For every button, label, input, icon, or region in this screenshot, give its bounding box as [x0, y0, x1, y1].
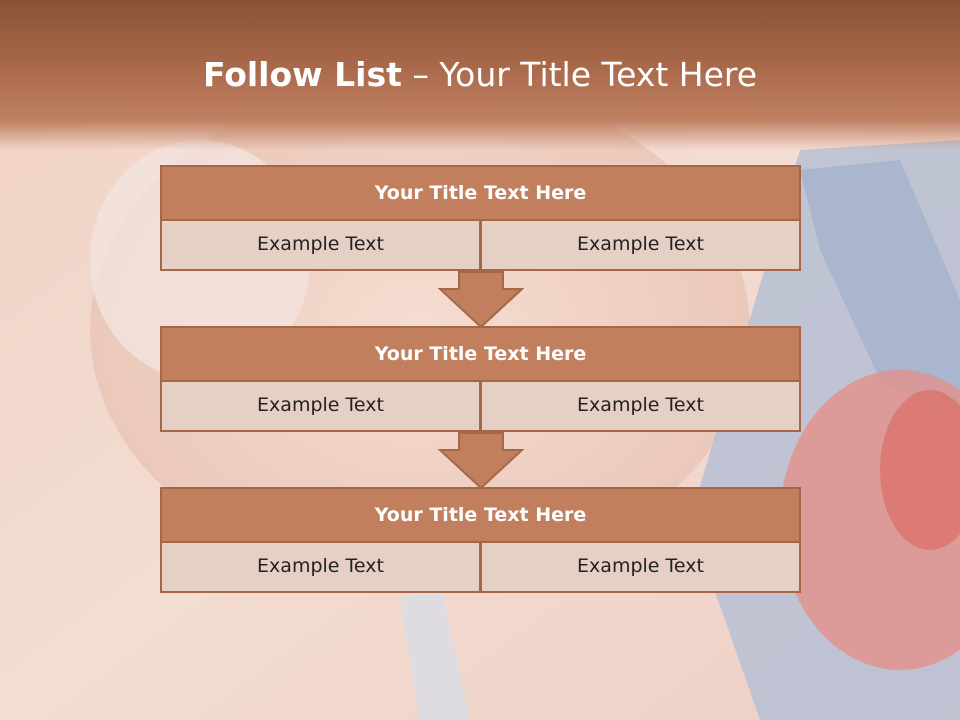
block-cell-left: Example Text — [160, 221, 481, 271]
list-block-3: Your Title Text Here Example Text Exampl… — [160, 487, 801, 593]
block-heading: Your Title Text Here — [160, 326, 801, 382]
block-cell-right: Example Text — [481, 543, 801, 593]
block-row: Example Text Example Text — [160, 543, 801, 593]
slide-title-rest: – Your Title Text Here — [401, 55, 758, 94]
block-heading: Your Title Text Here — [160, 487, 801, 543]
list-block-1: Your Title Text Here Example Text Exampl… — [160, 165, 801, 271]
block-cell-left: Example Text — [160, 543, 481, 593]
slide-title-bold: Follow List — [202, 55, 402, 94]
block-row: Example Text Example Text — [160, 382, 801, 432]
down-arrow-icon — [438, 432, 524, 490]
block-cell-left: Example Text — [160, 382, 481, 432]
block-cell-right: Example Text — [481, 382, 801, 432]
block-heading: Your Title Text Here — [160, 165, 801, 221]
slide-title: Follow List – Your Title Text Here — [0, 50, 960, 100]
list-block-2: Your Title Text Here Example Text Exampl… — [160, 326, 801, 432]
block-cell-right: Example Text — [481, 221, 801, 271]
down-arrow-icon — [438, 271, 524, 329]
title-band — [0, 0, 960, 150]
block-row: Example Text Example Text — [160, 221, 801, 271]
